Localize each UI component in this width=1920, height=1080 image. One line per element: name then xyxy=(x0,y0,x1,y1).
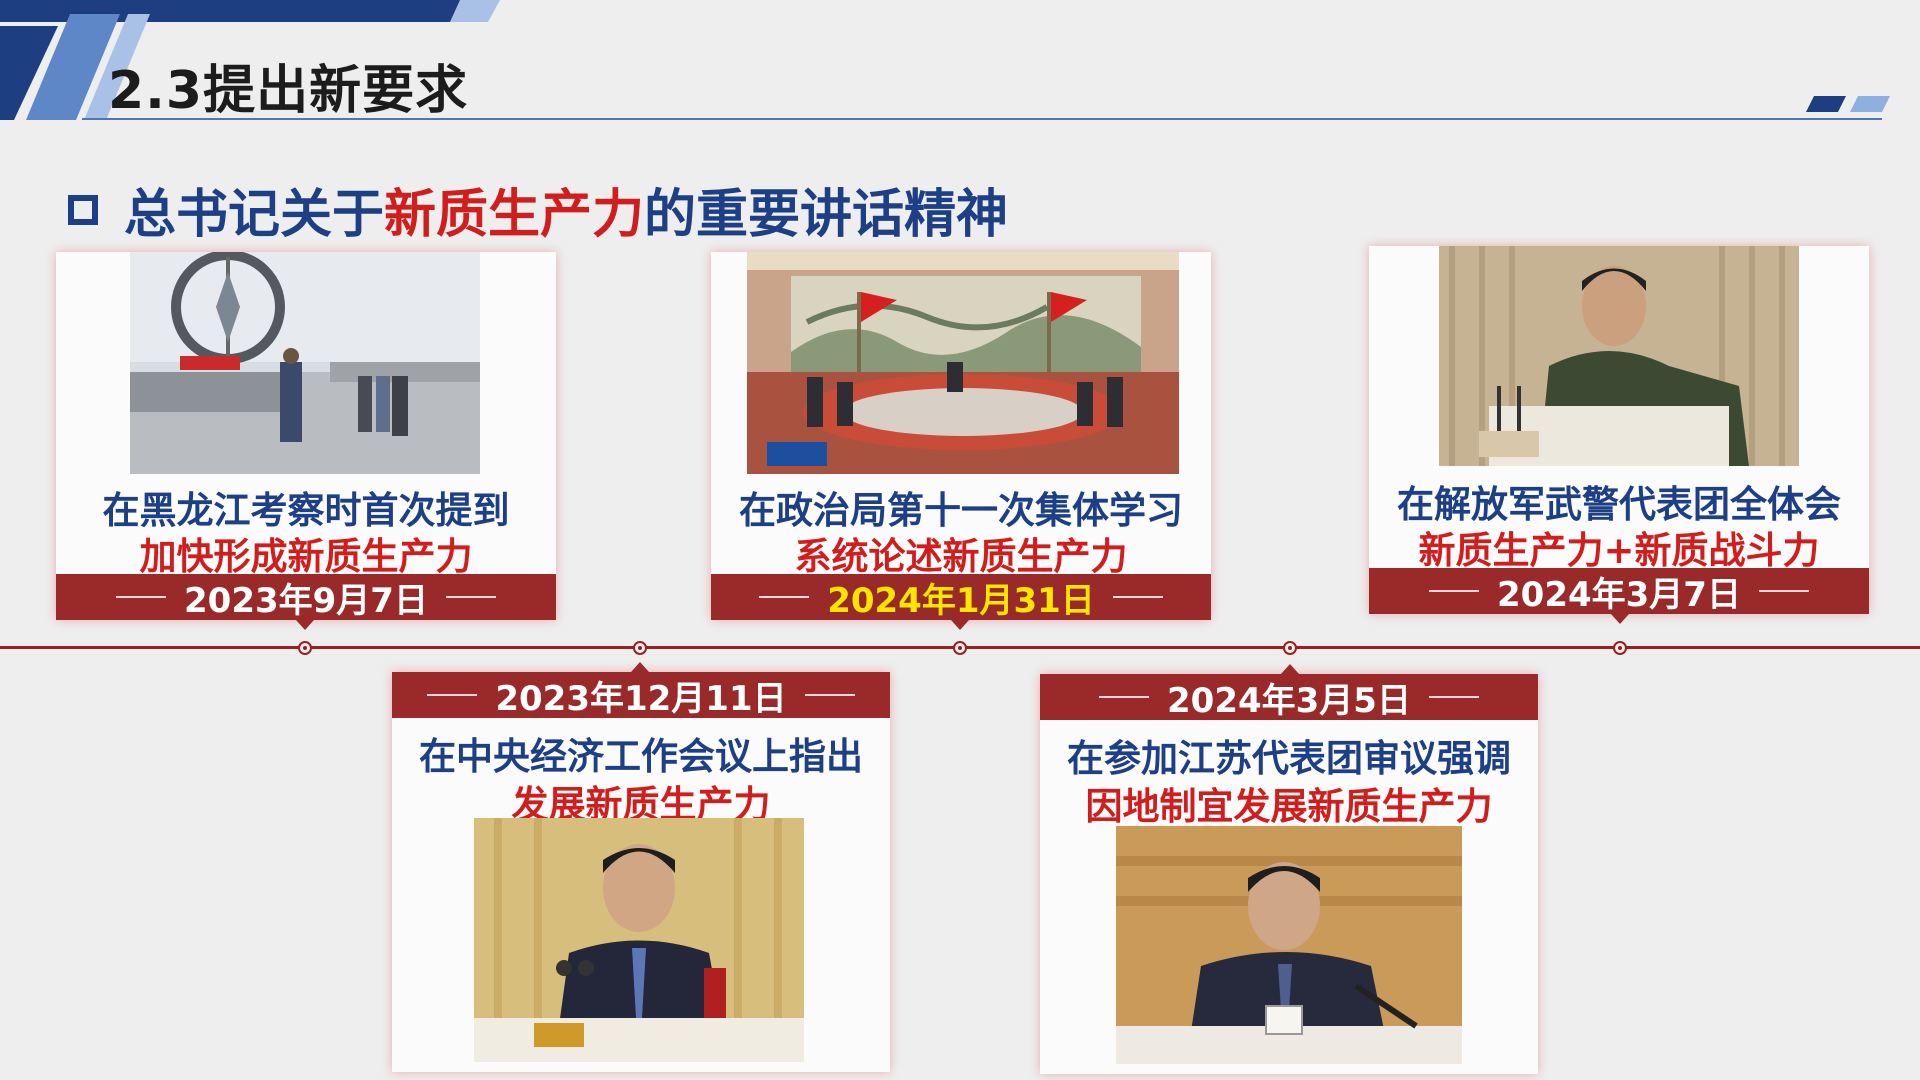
event-card-2024-03-07: 在解放军武警代表团全体会 新质生产力+新质战斗力 2024年3月7日 xyxy=(1369,246,1869,615)
dash-decoration xyxy=(116,596,167,598)
timeline-node xyxy=(633,641,647,655)
event-line1: 在政治局第十一次集体学习 xyxy=(739,489,1183,532)
timeline-node xyxy=(298,641,312,655)
dash-decoration xyxy=(1428,696,1479,698)
event-line1: 在中央经济工作会议上指出 xyxy=(419,735,863,778)
header-stripes-decoration xyxy=(0,0,500,120)
dash-decoration xyxy=(445,596,496,598)
event-line2: 新质生产力+新质战斗力 xyxy=(1418,529,1820,572)
date-bar: 2024年1月31日 xyxy=(711,574,1211,621)
date-bar: 2024年3月5日 xyxy=(1040,674,1538,721)
event-card-2023-09-07: 在黑龙江考察时首次提到 加快形成新质生产力 2023年9月7日 xyxy=(56,252,556,621)
subtitle-highlight: 新质生产力 xyxy=(384,185,645,245)
event-line1: 在黑龙江考察时首次提到 xyxy=(102,489,510,532)
dash-decoration xyxy=(759,596,810,598)
event-date: 2024年3月7日 xyxy=(1497,574,1741,615)
date-pointer xyxy=(631,662,649,672)
date-bar: 2023年9月7日 xyxy=(56,574,556,621)
dash-decoration xyxy=(1429,590,1480,592)
dash-decoration xyxy=(1112,596,1163,598)
event-line2: 因地制宜发展新质生产力 xyxy=(1085,785,1493,828)
event-card-2023-12-11: 2023年12月11日 在中央经济工作会议上指出 发展新质生产力 xyxy=(392,672,890,1072)
dash-decoration xyxy=(1099,696,1150,698)
square-bullet-icon xyxy=(68,194,98,225)
subtitle-suffix: 的重要讲话精神 xyxy=(644,185,1009,245)
event-date: 2024年1月31日 xyxy=(827,580,1095,621)
date-pointer xyxy=(951,620,969,630)
speaker-photo-icon xyxy=(1439,246,1799,466)
timeline-node xyxy=(953,641,967,655)
dash-decoration xyxy=(804,694,855,696)
section-subtitle: 总书记关于新质生产力的重要讲话精神 xyxy=(68,172,1008,247)
timeline-node xyxy=(1283,641,1297,655)
speaker-photo-icon xyxy=(474,818,804,1062)
dash-decoration xyxy=(1758,590,1809,592)
scene-photo-icon xyxy=(130,252,480,474)
event-line1: 在解放军武警代表团全体会 xyxy=(1397,483,1841,526)
corner-decoration xyxy=(1806,96,1890,112)
date-bar: 2024年3月7日 xyxy=(1369,568,1869,615)
event-line2: 加快形成新质生产力 xyxy=(139,535,473,578)
date-bar: 2023年12月11日 xyxy=(392,672,890,719)
event-card-2024-03-05: 2024年3月5日 在参加江苏代表团审议强调 因地制宜发展新质生产力 xyxy=(1040,674,1538,1074)
subtitle-prefix: 总书记关于 xyxy=(124,185,385,245)
date-pointer xyxy=(296,620,314,630)
event-line2: 系统论述新质生产力 xyxy=(794,535,1128,578)
event-card-2024-01-31: 在政治局第十一次集体学习 系统论述新质生产力 2024年1月31日 xyxy=(711,252,1211,621)
date-pointer xyxy=(1281,664,1299,674)
event-date: 2024年3月5日 xyxy=(1167,680,1411,721)
dash-decoration xyxy=(427,694,478,696)
meeting-photo-icon xyxy=(747,252,1179,474)
subtitle-text: 总书记关于新质生产力的重要讲话精神 xyxy=(124,172,1008,247)
event-date: 2023年9月7日 xyxy=(184,580,428,621)
speaker-photo-icon xyxy=(1116,826,1462,1064)
page-title: 2.3提出新要求 xyxy=(108,61,469,121)
header-divider xyxy=(82,118,1882,120)
timeline-node xyxy=(1613,641,1627,655)
event-line1: 在参加江苏代表团审议强调 xyxy=(1067,737,1511,780)
event-date: 2023年12月11日 xyxy=(495,678,787,719)
date-pointer xyxy=(1611,614,1629,624)
